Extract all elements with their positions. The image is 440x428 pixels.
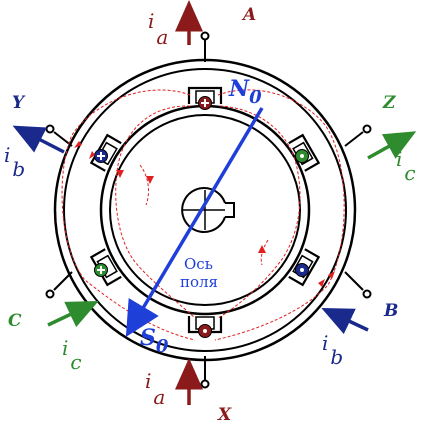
conductor-z-dot-icon	[295, 149, 309, 163]
field-axis-label-line1: Ось	[184, 255, 213, 273]
conductor-a-plus-icon	[198, 96, 212, 110]
conductor-c-plus-icon	[94, 263, 108, 277]
flux-direction-arrows	[74, 141, 335, 287]
ib-left-arrow	[12, 125, 65, 154]
phase-label-a: A	[241, 5, 256, 25]
conductor-b-dot-icon	[295, 263, 309, 277]
current-label-ia-bottom: ia	[145, 369, 165, 409]
pole-label-south: S0	[140, 325, 169, 357]
field-axis-label-line2: поля	[180, 273, 218, 291]
phase-label-y: Y	[12, 93, 26, 113]
ib-right-arrow	[321, 308, 369, 335]
conductor-x-dot-icon	[198, 324, 212, 338]
phase-label-b: B	[383, 301, 398, 321]
current-label-ia-top: ia	[148, 9, 168, 49]
current-label-ic-left: ic	[62, 336, 82, 374]
current-label-ic-right: ic	[396, 147, 416, 185]
rotor-ring	[109, 114, 301, 306]
phase-label-c: C	[8, 311, 22, 331]
conductors	[94, 96, 309, 338]
flux-lines	[61, 89, 345, 341]
current-label-ib-right: ib	[322, 331, 343, 369]
rotor-shaft	[181, 187, 235, 233]
pole-label-north: N0	[228, 76, 262, 108]
ic-right-arrow	[367, 131, 417, 160]
phase-label-x: X	[217, 405, 232, 425]
phase-label-z: Z	[382, 93, 396, 113]
stator-yoke-ring	[63, 68, 347, 352]
current-label-ib-left: ib	[4, 143, 25, 181]
conductor-y-plus-icon	[94, 149, 108, 163]
ic-left-arrow	[47, 301, 99, 328]
stator-outer-ring	[53, 58, 357, 362]
field-axis-arrow	[125, 107, 264, 338]
terminal-leads	[45, 31, 372, 389]
